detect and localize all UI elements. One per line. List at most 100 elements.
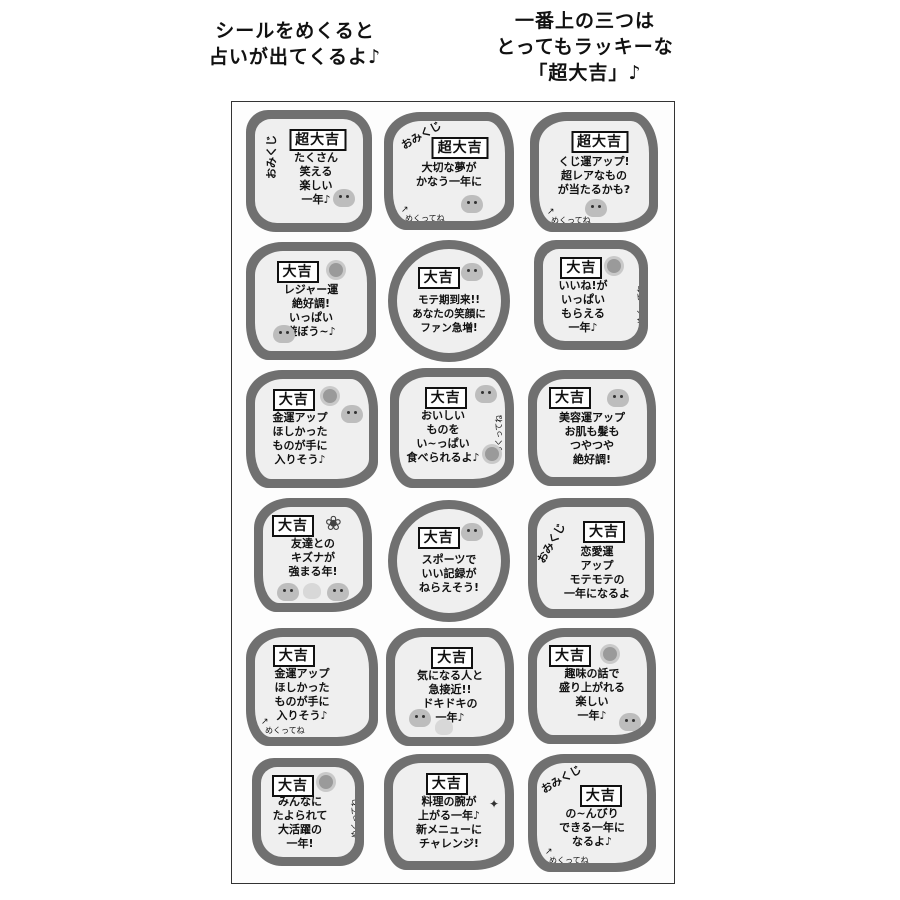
fortune-text: 趣味の話で 盛り上がれる 楽しい 一年♪	[537, 667, 647, 723]
sticker-3[interactable]: 超大吉 くじ運アップ! 超レアなもの が当たるかも? ↗ めくってね	[530, 112, 658, 232]
caption-right-line: 一番上の三つは	[514, 10, 655, 32]
fortune-text: 料理の腕が 上がる一年♪ 新メニューに チャレンジ!	[393, 795, 505, 851]
fortune-line: 超レアなもの	[561, 169, 627, 182]
fortune-text: おいしい ものを い~っぱい 食べられるよ♪	[399, 409, 505, 465]
fortune-text: 友達との キズナが 強まる年!	[263, 537, 363, 579]
fortune-line: ほしかった	[272, 425, 328, 438]
peel-arrow-icon: ↗	[261, 717, 269, 727]
mascot-icon	[333, 189, 355, 207]
sticker-14[interactable]: 大吉 気になる人と 急接近!! ドキドキの 一年♪	[386, 628, 514, 746]
sticker-16[interactable]: 大吉 めくってね みんなに たよられて 大活躍の 一年!	[252, 758, 364, 866]
peel-arrow-icon: ↗	[547, 207, 555, 217]
fortune-badge: 大吉	[560, 257, 603, 279]
sticker-5[interactable]: 大吉 モテ期到来!! あなたの笑顔に ファン急増!	[388, 240, 510, 362]
fortune-badge: 大吉	[424, 387, 467, 409]
fortune-line: モテモテの	[569, 573, 625, 586]
fortune-line: たよられて	[272, 809, 328, 822]
fortune-line: 一年♪	[577, 709, 607, 722]
fortune-line: いっぱい	[561, 293, 605, 306]
fortune-line: 楽しい	[575, 695, 609, 708]
fortune-text: 美容運アップ お肌も髪も つやつや 絶好調!	[537, 411, 647, 467]
heart-icon	[303, 583, 321, 599]
fortune-text: モテ期到来!! あなたの笑顔に ファン急増!	[397, 293, 501, 335]
fortune-line: 友達との	[291, 537, 335, 550]
sticker-11[interactable]: 大吉 スポーツで いい記録が ねらえそう!	[388, 500, 510, 622]
fortune-line: 食べられるよ♪	[406, 451, 480, 464]
fortune-line: いっぱい	[289, 311, 333, 324]
caption-left-line: シールをめくると	[215, 20, 375, 42]
caption-left: シールをめくると 占いが出てくるよ♪	[200, 18, 390, 70]
fortune-badge: 大吉	[417, 527, 460, 549]
mascot-icon	[461, 195, 483, 213]
sticker-17[interactable]: 大吉 ✦ 料理の腕が 上がる一年♪ 新メニューに チャレンジ!	[384, 754, 514, 870]
sticker-12[interactable]: おみくじ 大吉 恋愛運 アップ モテモテの 一年になるよ	[528, 498, 654, 618]
sticker-1[interactable]: おみくじ 超大吉 たくさん 笑える 楽しい 一年♪	[246, 110, 372, 232]
caption-right-line: とってもラッキーな	[496, 36, 674, 58]
fortune-line: 遊ぼう~♪	[286, 325, 336, 338]
mascot-icon	[409, 709, 431, 727]
fortune-badge: 超大吉	[431, 137, 489, 159]
flower-icon	[607, 259, 621, 273]
fortune-line: 楽しい	[299, 179, 333, 192]
flower-icon	[323, 389, 337, 403]
sticker-6[interactable]: 大吉 めくってね いいね!が いっぱい もらえる 一年♪	[534, 240, 648, 350]
peel-arrow-icon: ↗	[545, 847, 553, 857]
fortune-badge: 大吉	[431, 647, 474, 669]
fortune-line: 金運アップ	[274, 667, 330, 680]
fortune-text: 恋愛運 アップ モテモテの 一年になるよ	[537, 545, 645, 601]
fortune-text: 大切な夢が かなう一年に	[393, 161, 505, 189]
sticker-8[interactable]: 大吉 めくってね おいしい ものを い~っぱい 食べられるよ♪	[390, 368, 514, 488]
fortune-line: もらえる	[561, 307, 605, 320]
fortune-line: の~んびり	[565, 807, 619, 820]
fortune-badge: 大吉	[579, 785, 622, 807]
fortune-line: 入りそう♪	[274, 453, 326, 466]
sticker-4[interactable]: 大吉 レジャー運 絶好調! いっぱい 遊ぼう~♪	[246, 242, 376, 360]
fortune-line: ドキドキの	[422, 697, 478, 710]
fortune-line: いいね!が	[558, 279, 608, 292]
sticker-18[interactable]: おみくじ 大吉 の~んびり できる一年に なるよ♪ ↗ めくってね	[528, 754, 656, 872]
fortune-badge: 大吉	[272, 515, 314, 537]
fortune-line: ものを	[426, 423, 460, 436]
fortune-line: つやつや	[570, 439, 614, 452]
sticker-7[interactable]: 大吉 金運アップ ほしかった ものが手に 入りそう♪	[246, 370, 378, 488]
fortune-line: レジャー運	[283, 283, 339, 296]
omikuji-tag: おみくじ	[538, 763, 584, 797]
fortune-line: かなう一年に	[416, 175, 482, 188]
fortune-line: できる一年に	[559, 821, 625, 834]
peel-label: めくってね	[551, 216, 591, 223]
peel-label: めくってね	[265, 726, 305, 735]
fortune-line: が当たるかも?	[557, 183, 631, 196]
sticker-10[interactable]: 大吉 ❀ 友達との キズナが 強まる年!	[254, 498, 372, 612]
sticker-2[interactable]: おみくじ 超大吉 大切な夢が かなう一年に ↗ めくってね	[384, 112, 514, 230]
fortune-line: スポーツで	[421, 553, 477, 566]
sticker-15[interactable]: 大吉 趣味の話で 盛り上がれる 楽しい 一年♪	[528, 628, 656, 744]
mascot-icon	[461, 263, 483, 281]
sticker-9[interactable]: 大吉 美容運アップ お肌も髪も つやつや 絶好調!	[528, 370, 656, 486]
mascot-icon	[277, 583, 299, 601]
flower-icon	[485, 447, 499, 461]
flower-icon	[329, 263, 343, 277]
fortune-badge: 大吉	[549, 387, 591, 409]
fortune-line: 気になる人と	[417, 669, 483, 682]
caption-right: 一番上の三つは とってもラッキーな 「超大吉」♪	[470, 8, 700, 86]
mascot-icon	[475, 385, 497, 403]
fortune-line: 急接近!!	[428, 683, 472, 696]
fortune-line: 大活躍の	[278, 823, 322, 836]
fortune-line: 笑える	[299, 165, 333, 178]
peel-arrow-icon: ↗	[401, 205, 409, 215]
fortune-line: ねらえそう!	[418, 581, 480, 594]
fortune-line: たくさん	[294, 151, 338, 164]
mascot-icon	[619, 713, 641, 731]
mascot-icon	[585, 199, 607, 217]
fortune-line: 金運アップ	[272, 411, 328, 424]
fortune-line: 大切な夢が	[421, 161, 477, 174]
fortune-line: ほしかった	[274, 681, 330, 694]
mascot-icon	[327, 583, 349, 601]
fortune-line: モテ期到来!!	[417, 294, 481, 306]
fortune-text: レジャー運 絶好調! いっぱい 遊ぼう~♪	[255, 283, 367, 339]
fortune-line: アップ	[580, 559, 614, 572]
fortune-text: スポーツで いい記録が ねらえそう!	[397, 553, 501, 595]
sticker-13[interactable]: 大吉 金運アップ ほしかった ものが手に 入りそう♪ ↗ めくってね	[246, 628, 378, 746]
fortune-line: 美容運アップ	[559, 411, 625, 424]
fortune-line: チャレンジ!	[419, 837, 479, 850]
